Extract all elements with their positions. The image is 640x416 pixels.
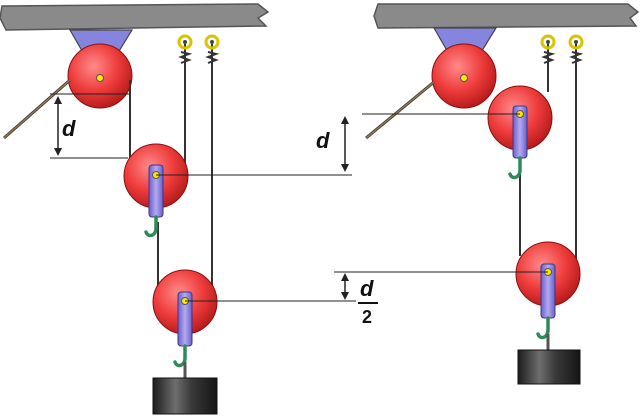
left-hook-1	[144, 215, 158, 238]
left-ceiling-beam	[0, 3, 270, 31]
right-eye-bolt-2	[568, 34, 584, 64]
right-eye-bolt-1	[540, 34, 556, 64]
left-weight	[152, 377, 218, 415]
left-system: d	[0, 3, 270, 415]
right-hook-1	[508, 156, 522, 180]
left-hook-2	[173, 344, 187, 368]
right-system	[365, 3, 640, 385]
label-d-half-numerator: d	[360, 276, 374, 301]
right-hook-2	[536, 316, 550, 340]
label-d-middle: d	[316, 128, 330, 153]
left-eye-bolt-2	[204, 34, 220, 64]
left-fixed-pulley-axle	[96, 74, 104, 82]
right-ceiling-beam	[373, 3, 640, 29]
left-d-marker: d	[50, 93, 130, 159]
label-d-left: d	[62, 116, 76, 141]
left-eye-bolt-1	[177, 34, 193, 64]
label-d-half-denominator: 2	[362, 307, 372, 327]
right-weight	[517, 349, 581, 385]
measure-lines: d d 2	[156, 113, 548, 327]
